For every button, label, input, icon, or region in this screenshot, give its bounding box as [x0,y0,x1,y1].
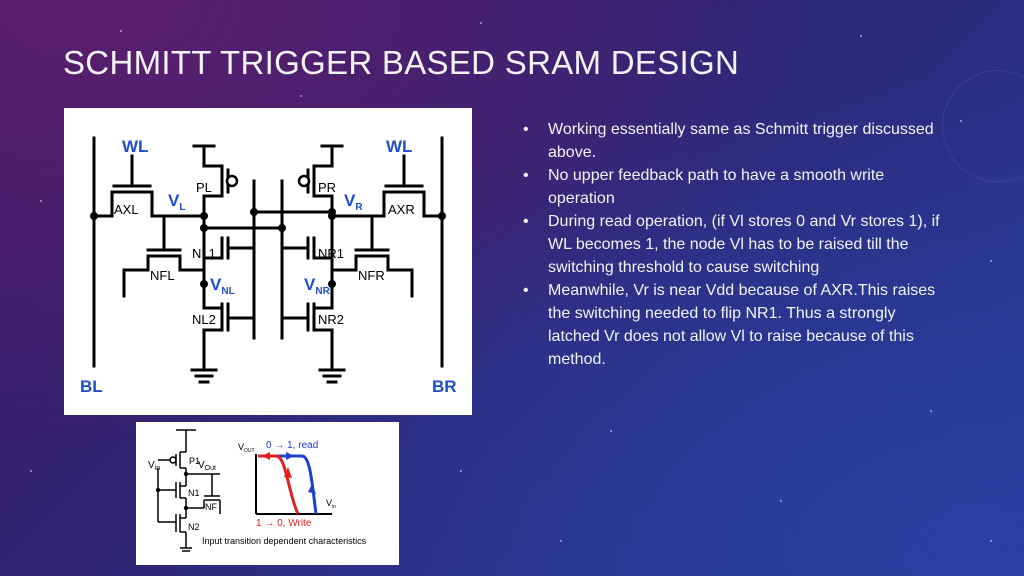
label-pr: PR [318,180,336,195]
label-vl: VL [168,191,185,213]
label-axr: AXR [388,202,415,217]
label-br: BR [432,377,457,396]
label-pl: PL [196,180,212,195]
label-wl-left: WL [122,137,148,156]
label-vnr: VNR [304,275,331,297]
schmitt-trigger-svg: P1 N1 N2 NF Vin VOut Input transition de… [148,429,367,552]
bullet-item: Meanwhile, Vr is near Vdd because of AXR… [520,279,940,371]
label-n2: N2 [188,522,200,532]
read-label: 0 → 1, read [266,440,318,451]
axis-y-label: VOUT [238,442,255,454]
label-vnl: VNL [210,275,235,297]
label-nr1: NR1 [318,246,344,261]
label-vr: VR [344,191,363,213]
sram-circuit-diagram: AXL AXR PL PR NL1 NL2 NR1 NR2 NFL NFR WL… [64,108,472,415]
label-bl: BL [80,377,103,396]
label-axl: AXL [114,202,139,217]
label-p1: P1 [189,456,200,466]
label-nf: NF [205,502,217,512]
label-n1: N1 [188,488,200,498]
label-nl2: NL2 [192,312,216,327]
bullet-item: Working essentially same as Schmitt trig… [520,118,940,164]
figure-caption: Input transition dependent characteristi… [202,536,367,546]
bullet-item: No upper feedback path to have a smooth … [520,164,940,210]
label-vout: VOut [198,460,216,472]
label-nr2: NR2 [318,312,344,327]
label-nfl: NFL [150,268,175,283]
label-wl-right: WL [386,137,412,156]
axis-x-label: Vin [326,498,336,510]
bullet-list: Working essentially same as Schmitt trig… [520,118,940,371]
write-label: 1 → 0, Write [256,518,312,529]
slide-title: SCHMITT TRIGGER BASED SRAM DESIGN [63,44,740,81]
decorative-ring [942,70,1024,182]
sram-circuit-svg: AXL AXR PL PR NL1 NL2 NR1 NR2 NFL NFR WL… [80,136,457,396]
label-nl1: NL1 [192,246,216,261]
schmitt-trigger-figure: P1 N1 N2 NF Vin VOut Input transition de… [136,422,399,565]
bullet-item: During read operation, (if Vl stores 0 a… [520,210,940,279]
label-vin: Vin [148,460,160,472]
label-nfr: NFR [358,268,385,283]
